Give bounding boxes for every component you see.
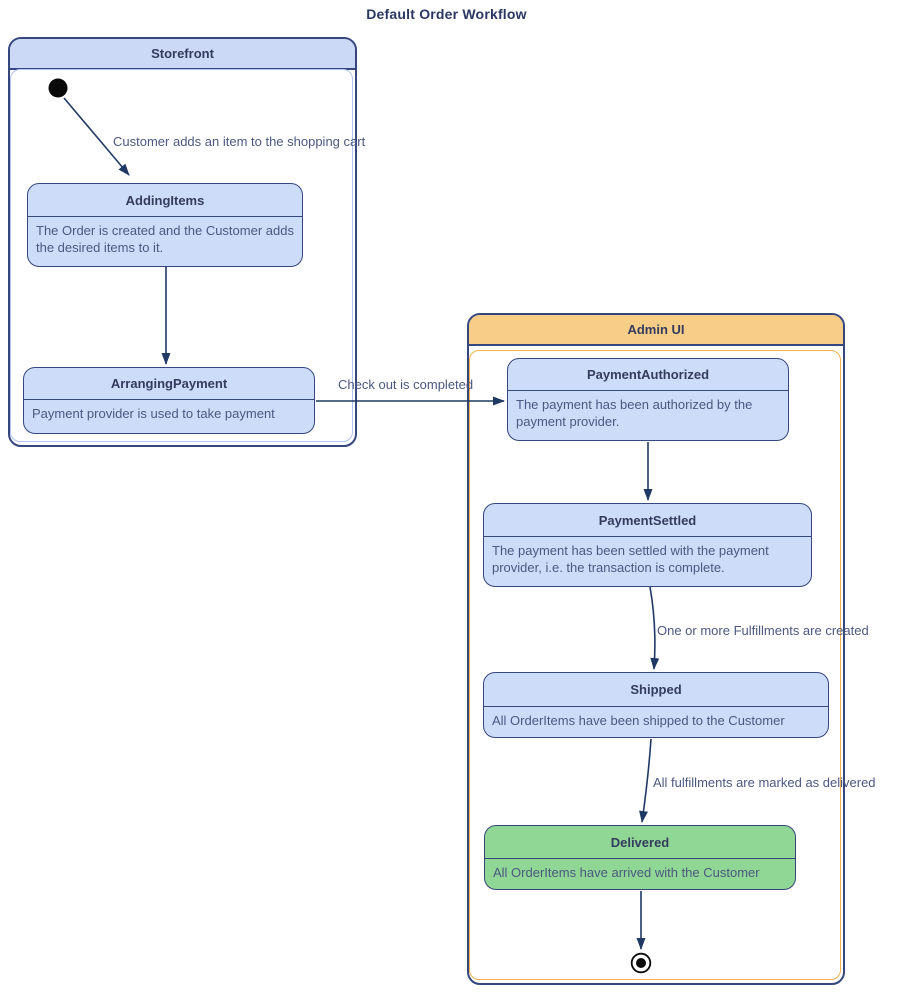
state-arranging-payment-title: ArrangingPayment bbox=[24, 368, 314, 400]
state-payment-authorized-title: PaymentAuthorized bbox=[508, 359, 788, 391]
state-payment-settled-description: The payment has been settled with the pa… bbox=[492, 543, 769, 575]
transition-label-checkout: Check out is completed bbox=[338, 377, 474, 392]
state-adding-items-title: AddingItems bbox=[28, 184, 302, 217]
transition-label-add-item: Customer adds an item to the shopping ca… bbox=[113, 134, 366, 149]
state-payment-authorized-description: The payment has been authorized by the p… bbox=[516, 397, 753, 429]
state-adding-items: AddingItems The Order is created and the… bbox=[27, 183, 303, 267]
state-payment-settled: PaymentSettled The payment has been sett… bbox=[483, 503, 812, 587]
state-delivered: Delivered All OrderItems have arrived wi… bbox=[484, 825, 796, 890]
container-storefront-header: Storefront bbox=[10, 39, 355, 70]
transition-label-fulfillments-created: One or more Fulfillments are created bbox=[657, 623, 869, 638]
state-adding-items-description: The Order is created and the Customer ad… bbox=[36, 223, 294, 255]
state-shipped-title: Shipped bbox=[484, 673, 828, 707]
state-shipped: Shipped All OrderItems have been shipped… bbox=[483, 672, 829, 738]
container-admin-ui-label: Admin UI bbox=[627, 322, 685, 337]
container-storefront-label: Storefront bbox=[151, 46, 214, 61]
state-delivered-title: Delivered bbox=[485, 826, 795, 859]
state-delivered-description: All OrderItems have arrived with the Cus… bbox=[493, 865, 760, 880]
state-shipped-description: All OrderItems have been shipped to the … bbox=[492, 713, 785, 728]
state-payment-settled-title: PaymentSettled bbox=[484, 504, 811, 537]
state-arranging-payment: ArrangingPayment Payment provider is use… bbox=[23, 367, 315, 434]
state-payment-authorized: PaymentAuthorized The payment has been a… bbox=[507, 358, 789, 441]
transition-label-marked-delivered: All fulfillments are marked as delivered bbox=[653, 775, 876, 790]
state-arranging-payment-description: Payment provider is used to take payment bbox=[32, 406, 275, 421]
diagram-title: Default Order Workflow bbox=[366, 6, 527, 22]
container-admin-ui-header: Admin UI bbox=[469, 315, 843, 346]
